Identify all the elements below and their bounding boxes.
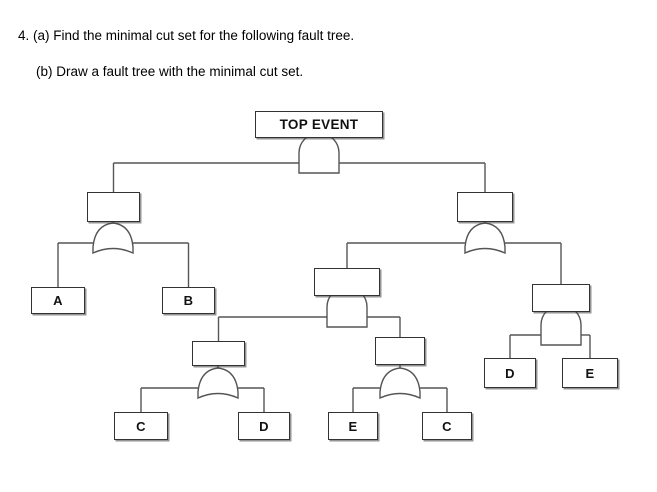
intermediate-event-box-g3: [314, 268, 380, 296]
basic-event-box-b: B: [162, 287, 215, 314]
intermediate-event-box-g2: [457, 192, 513, 222]
event-label: E: [348, 418, 358, 434]
intermediate-event-box-g5: [375, 337, 425, 365]
question-part-a: 4. (a) Find the minimal cut set for the …: [18, 28, 355, 43]
event-label: C: [442, 418, 452, 434]
event-label: D: [259, 418, 269, 434]
event-label: D: [505, 365, 515, 381]
event-label: A: [53, 293, 63, 308]
basic-event-box-c1: C: [114, 412, 168, 440]
or-gate-icon: [464, 222, 506, 255]
event-label: E: [585, 365, 595, 381]
question-part-b: (b) Draw a fault tree with the minimal c…: [36, 64, 304, 79]
basic-event-box-c2: C: [422, 412, 472, 440]
and-gate-icon: [298, 132, 340, 174]
or-gate-icon: [379, 367, 421, 400]
basic-event-box-d1: D: [238, 412, 290, 440]
basic-event-box-a: A: [31, 287, 85, 314]
intermediate-event-box-g1: [87, 192, 140, 222]
intermediate-event-box-g4: [192, 341, 245, 366]
top-event-box: TOP EVENT: [255, 111, 383, 138]
event-label: B: [183, 293, 194, 308]
event-label: TOP EVENT: [279, 117, 359, 132]
event-label: C: [136, 418, 146, 434]
intermediate-event-box-g6: [532, 284, 590, 312]
basic-event-box-e1: E: [328, 412, 378, 440]
or-gate-icon: [92, 222, 134, 255]
basic-event-box-e2: E: [562, 358, 618, 388]
or-gate-icon: [197, 367, 239, 400]
basic-event-box-d2: D: [484, 358, 536, 388]
